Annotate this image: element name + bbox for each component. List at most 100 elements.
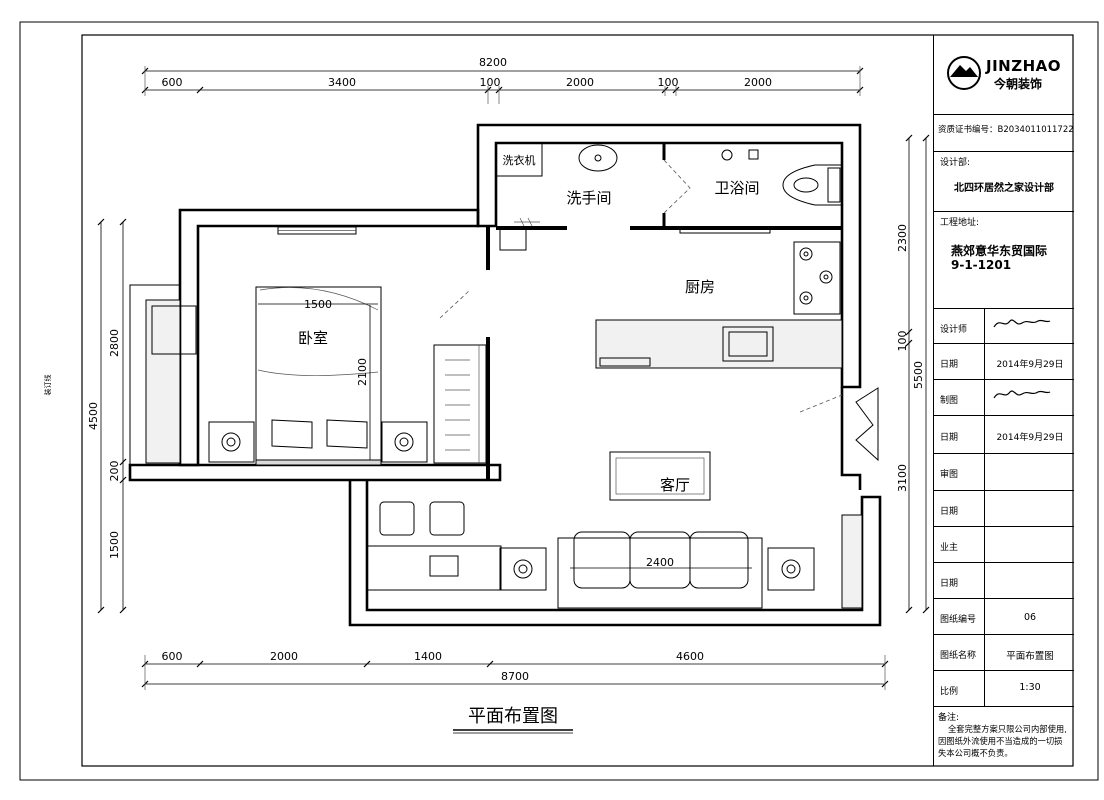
dim-top-6: 2000	[744, 76, 772, 89]
dim-total-top: 8200	[479, 56, 507, 69]
kitchen-counter	[595, 319, 843, 369]
dining-table	[366, 545, 502, 591]
drawing-no-value: 06	[1023, 612, 1037, 623]
bathroom-area: 卫浴间	[714, 149, 843, 206]
drawing-title: 平面布置图	[468, 706, 558, 727]
top-dimensions: 8200 600 3400 100 2000 100 2000	[141, 56, 864, 104]
drafter-signature	[993, 390, 1051, 399]
dim-top-5: 100	[658, 76, 679, 89]
dim-left-3: 1500	[108, 531, 121, 559]
designer-label: 设计师	[940, 325, 968, 335]
washing-machine	[495, 142, 543, 177]
date-1-value: 2014年9月29日	[996, 360, 1064, 370]
dim-top-4: 2000	[566, 76, 594, 89]
windows	[277, 226, 771, 235]
drafter-cell: 制图	[934, 380, 1074, 416]
shower-head	[721, 149, 733, 161]
dim-total-bottom: 8700	[501, 670, 529, 683]
dept-cell: 设计部: 北四环居然之家设计部	[934, 152, 1074, 212]
dim-bottom-3: 1400	[414, 650, 442, 663]
review-label: 审图	[940, 470, 959, 480]
license-number: 资质证书编号：B2034011011722	[938, 125, 1074, 135]
dim-bottom-4: 4600	[676, 650, 704, 663]
room-label-living: 客厅	[660, 476, 690, 494]
binding-line-label: 装订线	[43, 375, 52, 396]
address-cell: 工程地址: 燕郊意华东贸国际 9-1-1201	[934, 212, 1074, 309]
room-label-bathroom: 卫浴间	[714, 179, 759, 197]
notes-line-2: 因图纸外流使用不当造成的一切损	[938, 736, 1063, 746]
brand-logo-icon	[947, 56, 981, 90]
living-area: 客厅 2400	[366, 387, 879, 609]
title-block: JINZHAO 今朝装饰 资质证书编号：B2034011011722 设计部: …	[933, 35, 1074, 766]
review-cell: 审图	[934, 454, 1074, 491]
dining-chair-2	[429, 501, 465, 536]
wardrobe	[433, 344, 487, 464]
notes-line-1: 全套完整方案只限公司内部使用,	[948, 724, 1067, 734]
drawing-frame	[81, 34, 1074, 767]
drawing-name-value: 平面布置图	[1006, 651, 1054, 662]
right-dimensions: 2300 100 3100 5500	[896, 134, 930, 614]
license-cell: 资质证书编号：B2034011011722	[934, 115, 1074, 152]
dining-chair-1	[379, 501, 415, 536]
date-1-cell: 日期 2014年9月29日	[934, 344, 1074, 380]
bed-width-dim: 1500	[304, 298, 332, 311]
designer-signature	[993, 319, 1051, 328]
address-line-2: 9-1-1201	[951, 258, 1012, 272]
outer-border	[19, 21, 1099, 781]
gas-stove	[793, 241, 841, 315]
address-label: 工程地址:	[940, 218, 980, 228]
walls	[128, 123, 882, 627]
dim-top-2: 3400	[328, 76, 356, 89]
owner-date-cell: 日期	[934, 563, 1074, 599]
dim-bottom-2: 2000	[270, 650, 298, 663]
pillow-left	[271, 419, 313, 449]
address-line-1: 燕郊意华东贸国际	[951, 244, 1048, 258]
date-1-label: 日期	[940, 360, 959, 370]
drawing-no-label: 图纸编号	[940, 615, 977, 625]
owner-date-label: 日期	[940, 579, 959, 589]
scale-value: 1:30	[1019, 682, 1041, 693]
room-label-washroom: 洗手间	[566, 189, 611, 207]
dim-bottom-1: 600	[162, 650, 183, 663]
toilet	[782, 164, 843, 206]
drawing-name-label: 图纸名称	[940, 651, 977, 661]
bed-length-dim: 2100	[356, 358, 369, 386]
room-label-kitchen: 厨房	[685, 278, 715, 296]
nightstand-right	[381, 421, 428, 463]
dim-top-3: 100	[480, 76, 501, 89]
kitchen-sink	[722, 326, 774, 362]
designer-cell: 设计师	[934, 309, 1074, 344]
date-2-label: 日期	[940, 433, 959, 443]
scale-cell: 比例 1:30	[934, 671, 1074, 707]
date-2-value: 2014年9月29日	[996, 433, 1064, 443]
room-label-bedroom: 卧室	[298, 329, 328, 347]
dept-label: 设计部:	[940, 158, 971, 168]
coffee-table	[609, 451, 711, 501]
owner-label: 业主	[940, 543, 959, 553]
dim-right-1: 2300	[896, 224, 909, 252]
kitchen-area: 厨房	[439, 241, 843, 369]
brand-name: JINZHAO	[986, 57, 1062, 75]
drawing-name-cell: 图纸名称 平面布置图	[934, 635, 1074, 671]
brand-cell: JINZHAO 今朝装饰	[934, 35, 1074, 115]
sofa	[557, 537, 763, 609]
laundry-label: 洗衣机	[503, 153, 536, 167]
left-dimensions: 4500 2800 200 1500	[87, 218, 127, 614]
dim-right-3: 3100	[896, 464, 909, 492]
notes-label: 备注:	[938, 713, 960, 723]
sofa-width-dim: 2400	[646, 556, 674, 569]
bedroom-area: 1500 2100 卧室	[151, 286, 487, 466]
review-date-cell: 日期	[934, 491, 1074, 527]
dim-left-2: 200	[108, 461, 121, 482]
dim-left-1: 2800	[108, 329, 121, 357]
entrance-arrow	[855, 387, 879, 462]
dim-top-1: 600	[162, 76, 183, 89]
nightstand-left	[208, 421, 255, 463]
drafter-label: 制图	[940, 396, 959, 406]
notes-line-3: 失本公司概不负责。	[938, 748, 1013, 758]
side-table-right	[767, 547, 815, 591]
dim-left-total: 4500	[87, 402, 100, 430]
balcony-chair	[151, 305, 197, 355]
brand-name-cn: 今朝装饰	[994, 77, 1043, 91]
